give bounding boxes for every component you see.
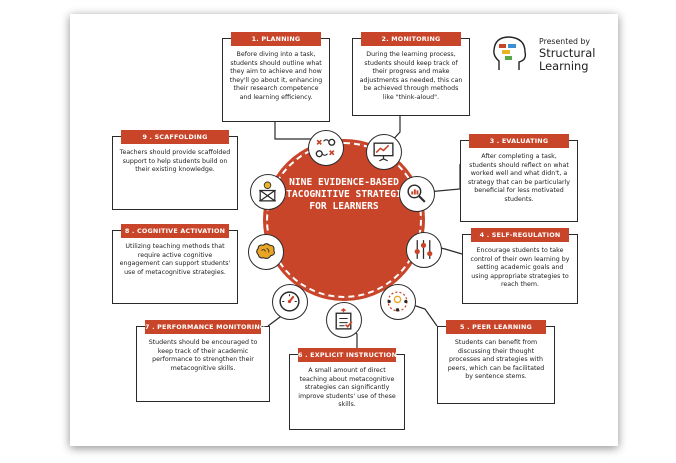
box-scaffolding-text: Teachers should provide scaffolded suppo… bbox=[119, 149, 231, 174]
box-evaluating-header: 3 . EVALUATING bbox=[469, 134, 569, 148]
self-regulation-node bbox=[406, 232, 442, 268]
box-scaffolding: 9 . SCAFFOLDING Teachers should provide … bbox=[112, 130, 238, 210]
structural-learning-brand: Presented by Structural Learning bbox=[487, 34, 613, 82]
box-self-regulation: 4 . SELF-REGULATION Encourage students t… bbox=[462, 228, 578, 304]
box-cognitive-activation-header: 8 . COGNITIVE ACTIVATION bbox=[121, 224, 229, 238]
box-cognitive-activation-text: Utilizing teaching methods that require … bbox=[119, 243, 231, 276]
presentation-board-icon bbox=[373, 142, 394, 162]
box-planning-text: Before diving into a task, students shou… bbox=[229, 51, 323, 101]
box-performance-monitoring-text: Students should be encouraged to keep tr… bbox=[148, 339, 258, 372]
box-self-regulation-header: 4 . SELF-REGULATION bbox=[471, 228, 569, 242]
explicit-instruction-node bbox=[326, 302, 362, 338]
checklist-icon bbox=[335, 308, 353, 330]
presented-by-label: Presented by bbox=[539, 37, 591, 46]
scaffold-idea-icon bbox=[259, 181, 276, 202]
brand-name-line1: Structural bbox=[539, 46, 596, 60]
scaffolding-node bbox=[250, 174, 286, 210]
box-scaffolding-header: 9 . SCAFFOLDING bbox=[121, 130, 229, 144]
diagram-title: NINE EVIDENCE-BASED METACOGNITIVE STRATE… bbox=[274, 177, 414, 213]
evaluating-node bbox=[399, 176, 435, 212]
brand-name-line2: Learning bbox=[539, 59, 589, 73]
magnifier-chart-icon bbox=[407, 184, 426, 203]
planning-cycle-icon bbox=[315, 138, 336, 158]
box-explicit-instruction-header: 6 . EXPLICIT INSTRUCTION bbox=[298, 348, 397, 362]
box-explicit-instruction-text: A small amount of direct teaching about … bbox=[298, 367, 396, 409]
box-performance-monitoring: 7 . PERFORMANCE MONITORING Students shou… bbox=[136, 320, 270, 402]
box-monitoring: 2. MONITORING During the learning proces… bbox=[352, 32, 470, 116]
box-peer-learning-text: Students can benefit from discussing the… bbox=[447, 339, 545, 381]
cognitive-activation-node bbox=[248, 234, 284, 270]
box-planning-header: 1. PLANNING bbox=[231, 32, 321, 46]
group-idea-icon bbox=[387, 291, 408, 312]
sliders-icon bbox=[414, 240, 433, 259]
planning-node bbox=[308, 130, 344, 166]
box-monitoring-header: 2. MONITORING bbox=[361, 32, 461, 46]
brain-key-icon bbox=[256, 243, 275, 259]
box-planning: 1. PLANNING Before diving into a task, s… bbox=[222, 32, 330, 122]
gauge-icon bbox=[279, 291, 300, 312]
box-explicit-instruction: 6 . EXPLICIT INSTRUCTION A small amount … bbox=[289, 348, 405, 430]
box-monitoring-text: During the learning process, students sh… bbox=[359, 51, 463, 101]
peer-learning-node bbox=[380, 284, 416, 320]
infographic-sheet: Presented by Structural Learning NINE EV… bbox=[70, 14, 618, 446]
box-self-regulation-text: Encourage students to take control of th… bbox=[470, 247, 570, 289]
central-circle bbox=[263, 139, 425, 301]
box-evaluating: 3 . EVALUATING After completing a task, … bbox=[460, 134, 578, 222]
performance-monitoring-node bbox=[272, 284, 308, 320]
box-peer-learning: 5 . PEER LEARNING Students can benefit f… bbox=[437, 320, 555, 404]
monitoring-node bbox=[366, 134, 402, 170]
box-peer-learning-header: 5 . PEER LEARNING bbox=[446, 320, 546, 334]
box-cognitive-activation: 8 . COGNITIVE ACTIVATION Utilizing teach… bbox=[112, 224, 238, 304]
box-evaluating-text: After completing a task, students should… bbox=[467, 153, 571, 203]
structural-learning-logo-icon bbox=[493, 36, 527, 70]
box-performance-monitoring-header: 7 . PERFORMANCE MONITORING bbox=[145, 320, 265, 334]
